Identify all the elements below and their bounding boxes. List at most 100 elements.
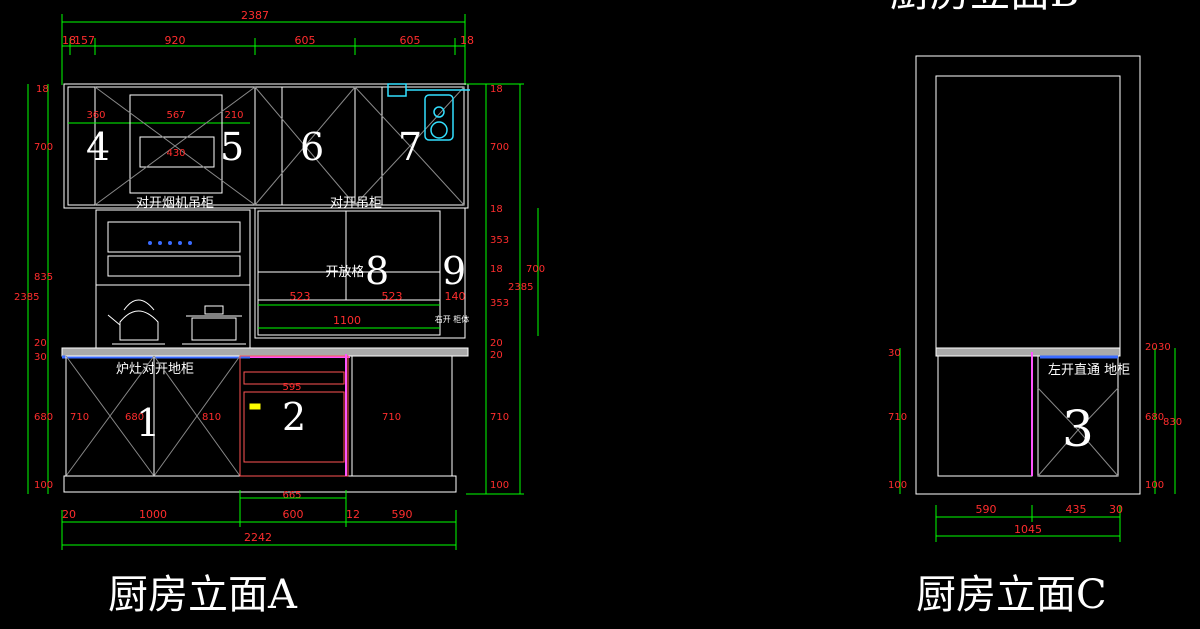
dim-lower-1: 710 bbox=[70, 412, 89, 423]
dim-bottom-4: 12 bbox=[346, 508, 360, 521]
dim-shelf-2: 523 bbox=[382, 290, 403, 303]
dim-lower-5: 710 bbox=[382, 412, 401, 423]
dim-left-8: 100 bbox=[34, 480, 53, 491]
dim-right-12: 20 bbox=[490, 350, 503, 361]
dim-right-2: 700 bbox=[490, 142, 509, 153]
dim-right-11: 20 bbox=[490, 338, 503, 349]
dim-c-bottom-3: 30 bbox=[1109, 503, 1123, 516]
dim-bottom-3: 600 bbox=[283, 508, 304, 521]
elevation-a-title: 厨房立面A bbox=[108, 572, 298, 618]
lower-dims: 710 680 810 595 710 665 bbox=[70, 382, 401, 501]
dim-upper-4: 430 bbox=[166, 148, 185, 159]
dim-left-6: 30 bbox=[34, 352, 47, 363]
dim-lower-2: 680 bbox=[125, 412, 144, 423]
dim-left-2: 700 bbox=[34, 142, 53, 153]
cabinet-number-2: 2 bbox=[282, 395, 306, 439]
cabinet-number-9: 9 bbox=[442, 249, 466, 293]
dim-c-right-5: 100 bbox=[1145, 480, 1164, 491]
dim-shelf-4: 1100 bbox=[333, 314, 361, 327]
dim-right-6: 353 bbox=[490, 298, 509, 309]
upper-cabinets bbox=[63, 83, 469, 209]
elevation-b-title: 厨房立面B bbox=[890, 0, 1079, 16]
dim-right-3: 18 bbox=[490, 204, 503, 215]
dim-bottom-total: 2242 bbox=[244, 531, 272, 544]
pot-icon bbox=[182, 305, 246, 345]
left-dimension-lines bbox=[27, 84, 49, 494]
dim-right-10: 100 bbox=[490, 480, 509, 491]
label-wall-cabinet: 对开吊柜 bbox=[330, 196, 382, 211]
dim-c-bottom-1: 590 bbox=[976, 503, 997, 516]
right-dimension-text: 18 700 18 353 18 353 2385 700 710 100 20… bbox=[490, 84, 545, 491]
elevation-c: 左开直通 地柜 3 30 710 100 20 30 680 830 100 5… bbox=[888, 55, 1182, 618]
dim-c-right-1: 20 bbox=[1145, 342, 1158, 353]
cabinet-number-3: 3 bbox=[1062, 400, 1094, 458]
cabinet-number-7: 7 bbox=[398, 125, 422, 169]
label-open-right: 右开 柜体 bbox=[435, 314, 470, 324]
elevation-a: 2387 18 157 920 605 605 18 bbox=[14, 9, 545, 618]
top-dimension-text: 2387 18 157 920 605 605 18 bbox=[62, 9, 474, 47]
upper-cabinet-numbers: 4 5 6 7 bbox=[86, 125, 422, 169]
dim-lower-6: 665 bbox=[282, 490, 301, 501]
label-hood-cabinet: 对开烟机吊柜 bbox=[136, 196, 214, 211]
cabinet-number-8: 8 bbox=[365, 249, 389, 293]
dim-right-1: 18 bbox=[490, 84, 503, 95]
dim-top-d: 605 bbox=[295, 34, 316, 47]
dim-right-9: 710 bbox=[490, 412, 509, 423]
dim-c-right-3: 680 bbox=[1145, 412, 1164, 423]
dim-c-right-2: 30 bbox=[1158, 342, 1171, 353]
dim-bottom-5: 590 bbox=[392, 508, 413, 521]
dim-top-c: 920 bbox=[165, 34, 186, 47]
lower-cabinets bbox=[63, 354, 457, 493]
dim-left-1: 18 bbox=[36, 84, 49, 95]
dim-upper-3: 210 bbox=[224, 110, 243, 121]
dim-c-total: 1045 bbox=[1014, 523, 1042, 536]
dim-bottom-1: 20 bbox=[62, 508, 76, 521]
dim-top-a: 18 bbox=[62, 34, 76, 47]
dim-shelf-1: 523 bbox=[290, 290, 311, 303]
gas-meter-icon bbox=[387, 83, 470, 141]
open-shelf bbox=[254, 207, 466, 339]
dim-left-3: 835 bbox=[34, 272, 53, 283]
dim-lower-3: 810 bbox=[202, 412, 221, 423]
dim-c-right-4: 830 bbox=[1163, 417, 1182, 428]
dim-top-total: 2387 bbox=[241, 9, 269, 22]
label-open-shelf: 开放格 bbox=[325, 264, 364, 280]
dim-upper-2: 567 bbox=[166, 110, 185, 121]
bottom-dimension-text: 20 1000 600 12 590 2242 bbox=[62, 508, 413, 544]
dim-right-7: 2385 bbox=[508, 282, 533, 293]
dim-top-f: 18 bbox=[460, 34, 474, 47]
dim-bottom-2: 1000 bbox=[139, 508, 167, 521]
dim-top-b: 157 bbox=[74, 34, 95, 47]
lower-cabinet-numbers: 1 2 bbox=[136, 395, 306, 445]
top-dimension-lines bbox=[61, 14, 466, 85]
dim-lower-4: 595 bbox=[282, 382, 301, 393]
label-stove-base: 炉灶对开地柜 bbox=[116, 362, 194, 377]
range-hood bbox=[95, 209, 251, 350]
cabinet-number-1: 1 bbox=[136, 401, 160, 445]
c-left-dims: 30 710 100 bbox=[888, 348, 907, 494]
cabinet-number-5: 5 bbox=[220, 125, 244, 169]
dim-left-5: 20 bbox=[34, 338, 47, 349]
dim-right-5: 18 bbox=[490, 264, 503, 275]
dim-left-7: 680 bbox=[34, 412, 53, 423]
dim-left-4: 2385 bbox=[14, 292, 39, 303]
cabinet-number-4: 4 bbox=[86, 125, 110, 169]
bottom-dimension-lines bbox=[61, 490, 457, 550]
dim-right-4: 353 bbox=[490, 235, 509, 246]
elevation-c-title: 厨房立面C bbox=[916, 572, 1107, 618]
dim-right-8: 700 bbox=[526, 264, 545, 275]
c-bottom-dims: 590 435 30 1045 bbox=[935, 503, 1123, 542]
right-dimension-lines bbox=[466, 83, 539, 495]
dim-upper-1: 360 bbox=[86, 110, 105, 121]
dim-c-left-1: 30 bbox=[888, 348, 901, 359]
label-straight-base: 左开直通 地柜 bbox=[1048, 363, 1130, 378]
shelf-labels: 开放格 8 9 523 523 140 1100 右开 柜体 bbox=[290, 249, 470, 327]
kettle-icon bbox=[107, 299, 165, 345]
tall-cabinet-frame bbox=[915, 55, 1141, 495]
dim-top-e: 605 bbox=[400, 34, 421, 47]
upper-labels: 360 567 210 430 bbox=[86, 110, 243, 159]
dim-c-left-2: 710 bbox=[888, 412, 907, 423]
dim-c-bottom-2: 435 bbox=[1066, 503, 1087, 516]
dim-c-left-3: 100 bbox=[888, 480, 907, 491]
